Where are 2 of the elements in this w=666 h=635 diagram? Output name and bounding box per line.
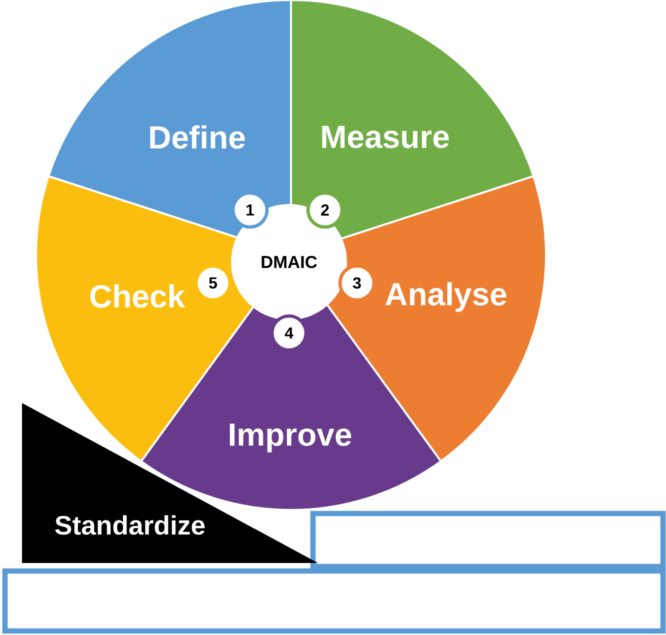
empty-box: [2, 568, 666, 634]
empty-box: [310, 510, 666, 570]
